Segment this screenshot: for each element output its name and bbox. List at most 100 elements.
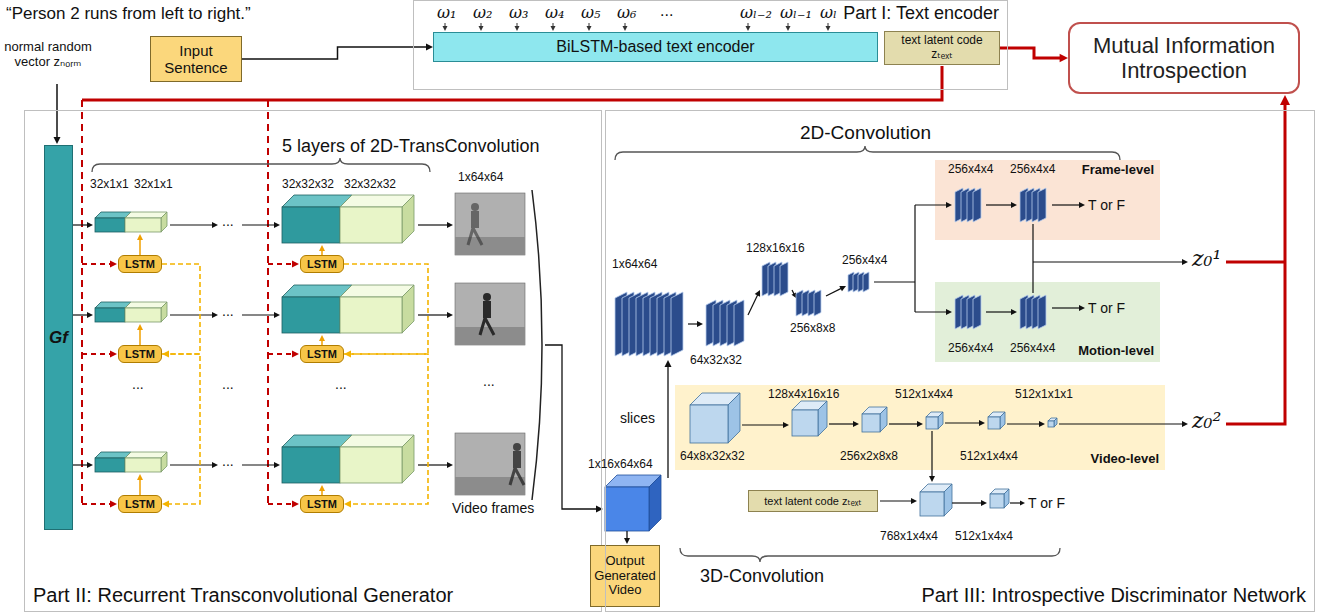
arrow-head xyxy=(792,292,796,298)
feature-map xyxy=(780,262,788,296)
arrow-head xyxy=(917,421,923,427)
line-segment xyxy=(915,204,948,205)
node-text: Mutual Information Introspection xyxy=(1074,33,1294,84)
node-text: LSTM xyxy=(125,498,155,511)
block-front xyxy=(125,308,161,322)
arrow-head xyxy=(786,26,791,31)
arrow-head xyxy=(1079,305,1085,311)
edge-connector xyxy=(344,354,428,508)
block-side xyxy=(1000,412,1005,429)
diagram-label: ... xyxy=(335,376,347,392)
block-front xyxy=(1048,421,1054,427)
block-front xyxy=(340,447,402,483)
diagram-label: 256x4x4 xyxy=(842,253,887,267)
line-segment xyxy=(1000,48,1062,58)
label-holder: ω₁ xyxy=(437,4,456,22)
line-segment xyxy=(1033,261,1184,262)
row-arrow xyxy=(418,462,453,468)
lstm-cell: LSTM xyxy=(300,255,344,273)
line-segment xyxy=(829,423,855,424)
row-arrow xyxy=(418,312,453,318)
node-text: BiLSTM-based text encoder xyxy=(556,38,754,56)
line-segment xyxy=(1032,224,1033,293)
block-side xyxy=(402,285,414,333)
conv-arrow xyxy=(829,421,859,427)
branch-line xyxy=(915,205,916,312)
arrow-head xyxy=(697,321,703,327)
row-arrow xyxy=(170,222,218,228)
concat-arrow xyxy=(880,498,917,504)
block-top xyxy=(340,195,414,207)
label-holder: 1x64x64 xyxy=(612,258,657,272)
block-side xyxy=(161,212,167,232)
arrow-head xyxy=(292,351,299,358)
edge-connector xyxy=(344,264,428,358)
introspection-feed xyxy=(1226,95,1290,424)
diagram-label: ω₄ xyxy=(545,3,564,22)
block-front xyxy=(340,297,402,333)
arrow-head xyxy=(212,462,218,468)
label-holder: ω₄ xyxy=(545,4,564,22)
line-segment xyxy=(170,224,214,225)
block-front xyxy=(95,458,125,472)
arrow-head xyxy=(212,222,218,228)
line-segment xyxy=(82,503,112,505)
label-holder: ω₅ xyxy=(581,4,600,22)
diagram-label: 512x1x1x1 xyxy=(1015,387,1073,401)
conv-arrow xyxy=(1052,202,1085,208)
lstm-output-arrow xyxy=(137,234,143,255)
input-word-arrow xyxy=(786,23,791,31)
arrow-head xyxy=(551,26,556,31)
line-segment xyxy=(1226,261,1285,264)
panel-heading: Part II: Recurrent Transconvolutional Ge… xyxy=(33,584,453,607)
label-holder: ωₗ xyxy=(820,4,837,22)
label-holder: T or F xyxy=(1028,495,1065,511)
feature-map xyxy=(814,290,821,316)
line-segment xyxy=(742,424,785,425)
label-holder: 512x1x4x4 xyxy=(895,388,953,402)
lstm-cell: LSTM xyxy=(118,345,162,363)
label-holder: 256x8x8 xyxy=(790,322,835,336)
line-segment xyxy=(170,464,214,465)
label-holder: 5 layers of 2D-TransConvolution xyxy=(282,136,539,157)
label-holder: slices xyxy=(620,410,655,426)
introspection-box: Mutual Information Introspection xyxy=(1068,22,1300,94)
latent-code-feed xyxy=(268,501,299,508)
node-text: text latent code zₜₑₓₜ xyxy=(764,495,861,508)
line-segment xyxy=(139,328,141,345)
line-segment xyxy=(162,354,200,504)
line-segment xyxy=(81,100,83,504)
arrow-head xyxy=(292,261,299,268)
runner-legs xyxy=(480,318,494,335)
label-holder: ... xyxy=(222,453,234,469)
feature-map xyxy=(734,300,744,346)
node-text: Frame-level xyxy=(1082,163,1154,178)
arrow-head xyxy=(212,312,218,318)
latent-code-box: text latent code zₜₑₓₜ xyxy=(884,31,1000,65)
arrow-head xyxy=(110,261,117,268)
label-holder: ω₃ xyxy=(509,4,528,22)
line-segment xyxy=(748,294,758,315)
label-holder: 32x1x1 xyxy=(134,178,173,192)
line-segment xyxy=(880,500,913,501)
row-arrow xyxy=(170,312,218,318)
arrow-head xyxy=(755,290,760,297)
label-holder: 32x32x32 xyxy=(344,178,396,192)
conv-arrow xyxy=(826,286,846,296)
block-front xyxy=(690,405,728,443)
line-segment xyxy=(418,224,449,225)
diagram-label: T or F xyxy=(1028,495,1065,511)
frames-to-video xyxy=(545,345,603,513)
label-holder: ... xyxy=(660,2,673,20)
label-holder: 64x32x32 xyxy=(690,354,742,368)
label-holder: 32x32x32 xyxy=(282,178,334,192)
arrow-head xyxy=(110,351,117,358)
branch-arrow xyxy=(915,309,952,315)
arrow-head xyxy=(319,245,325,251)
block-front xyxy=(95,218,125,232)
line-segment xyxy=(889,423,919,424)
arrow-head xyxy=(447,222,453,228)
arrow-head xyxy=(1280,95,1290,105)
line-segment xyxy=(267,100,269,504)
block-side xyxy=(161,302,167,322)
